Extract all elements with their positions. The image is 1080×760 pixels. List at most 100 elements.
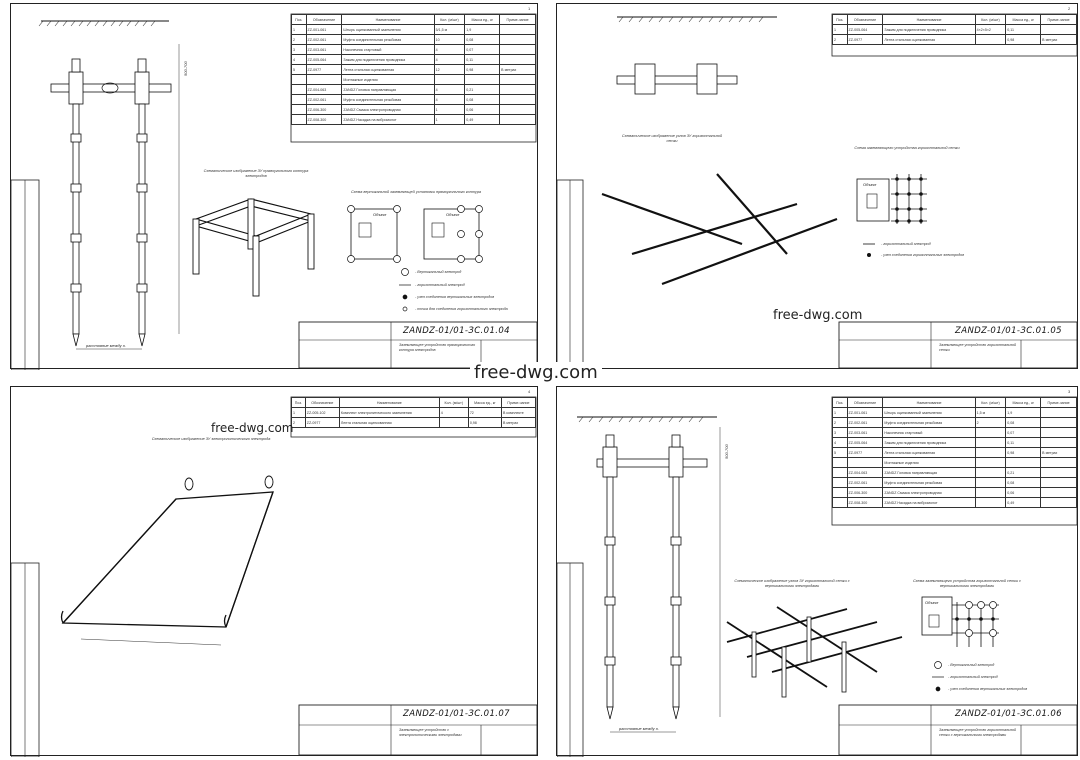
table-cell: Монтажные изделия <box>341 74 435 85</box>
table-cell: 1 <box>291 24 307 35</box>
table-cell: 0,21 <box>464 84 501 95</box>
table-cell: 0,49 <box>1005 497 1042 508</box>
table-cell <box>974 467 1007 478</box>
table-cell: ZZ-006-300 <box>305 104 343 115</box>
table-cell: Штырь оцинкованный заземления <box>882 407 976 418</box>
spec-table: Поз. Обозначение Наименование Кол. (м/шт… <box>291 14 536 125</box>
titleblock-text: Заземляющее устройство с электролитическ… <box>399 728 462 737</box>
table-header-cell: Приме-чание <box>500 397 537 408</box>
legend-item: - узел соединения вертикальных электродо… <box>948 687 1028 691</box>
table-cell: ZZ-002-061 <box>305 34 343 45</box>
plan-object-label: Объект <box>863 182 877 187</box>
table-cell <box>291 94 307 105</box>
table-cell: ZZ-002-061 <box>846 417 884 428</box>
table-cell: 0,98 <box>1005 34 1042 45</box>
table-header-cell: Обозначение <box>846 397 884 408</box>
table-cell <box>499 24 536 35</box>
table-cell <box>499 94 536 105</box>
table-cell <box>499 44 536 55</box>
table-header-cell: Обозначение <box>846 14 884 25</box>
table-cell <box>974 497 1007 508</box>
table-cell: Муфта соединительная резьбовая <box>341 94 435 105</box>
watermark: free-dwg.com <box>211 421 294 435</box>
titleblock-text: Заземляющее устройство прямоугольного ко… <box>399 343 476 352</box>
legend-item: - точка для соединения горизонтального э… <box>415 307 508 311</box>
drawing-sheet-01-05: Поз. Обозначение Наименование Кол. (м/шт… <box>556 3 1078 370</box>
table-cell <box>832 487 848 498</box>
watermark: free-dwg.com <box>470 362 602 383</box>
table-cell <box>974 487 1007 498</box>
sheet-graphics <box>11 13 538 370</box>
table-cell <box>974 437 1007 448</box>
table-header-cell: Поз. <box>291 397 306 408</box>
table-header-cell: Поз. <box>832 397 848 408</box>
watermark: free-dwg.com <box>773 308 863 323</box>
table-cell: ZZ-0977 <box>304 417 340 428</box>
table-cell: 0,98 <box>1005 447 1042 458</box>
table-cell <box>974 427 1007 438</box>
table-cell: 4×2×5×2 <box>974 24 1007 35</box>
table-cell: 0,08 <box>1005 417 1042 428</box>
table-cell: ZZ-008-300 <box>846 497 884 508</box>
table-cell: 4 <box>433 44 466 55</box>
table-header-cell: Наименование <box>882 14 976 25</box>
table-header-cell: Наименование <box>341 14 435 25</box>
table-cell: 0,08 <box>464 34 501 45</box>
table-cell: Зажим для подключения проводника <box>341 54 435 65</box>
table-header-cell: Кол. (м/шт) <box>974 397 1007 408</box>
table-header-cell: Наименование <box>882 397 976 408</box>
table-cell <box>464 74 501 85</box>
sheet-number: 3 <box>1068 389 1071 394</box>
table-cell: В метрах <box>1040 34 1077 45</box>
spec-table: Поз. Обозначение Наименование Кол. (м/шт… <box>832 397 1077 508</box>
table-cell <box>1040 417 1077 428</box>
legend-item: - Вертикальный электрод <box>415 270 462 274</box>
legend-item: - узел соединения вертикальных электродо… <box>415 295 495 299</box>
table-cell <box>291 84 307 95</box>
table-cell: 4 <box>433 84 466 95</box>
table-cell: 4 <box>291 54 307 65</box>
table-cell <box>499 84 536 95</box>
table-cell <box>832 497 848 508</box>
document-code: ZANDZ-01/01-ЗС.01.06 <box>955 709 1062 719</box>
caption-3d: Схематическое изображение ЗУ прямоугольн… <box>203 169 309 178</box>
table-cell: ZZ-001-061 <box>846 407 884 418</box>
table-header-cell: Наименование <box>338 397 440 408</box>
table-cell <box>499 104 536 115</box>
table-header-cell: Кол. (м/шт) <box>438 397 469 408</box>
table-cell <box>1040 487 1077 498</box>
sheet-graphics <box>11 396 538 757</box>
table-cell <box>974 477 1007 488</box>
table-cell: Лента стальная оцинкованная <box>882 447 976 458</box>
table-header-cell: Приме-чание <box>1040 14 1077 25</box>
table-cell: Муфта соединительная резьбовая <box>882 417 976 428</box>
table-cell: 0,08 <box>464 94 501 105</box>
table-cell: 0,11 <box>1005 437 1042 448</box>
table-cell <box>291 104 307 115</box>
table-cell: Штырь оцинкованный заземления <box>341 24 435 35</box>
table-cell: 1,5 м <box>974 407 1007 418</box>
table-cell: 2 <box>832 34 848 45</box>
table-cell <box>438 417 469 428</box>
table-cell: 0,11 <box>1005 24 1042 35</box>
table-cell <box>499 114 536 125</box>
table-cell: 0,11 <box>464 54 501 65</box>
table-cell: 2 <box>291 34 307 45</box>
table-header-cell: Кол. (м/шт) <box>974 14 1007 25</box>
table-cell <box>291 114 307 125</box>
table-cell: В метрах <box>500 417 537 428</box>
table-cell: 3 <box>832 427 848 438</box>
table-cell <box>846 457 884 468</box>
sheet-number: 2 <box>1068 6 1071 11</box>
table-cell: 4 <box>433 94 466 105</box>
dimension-label: 500-700 <box>183 61 188 76</box>
